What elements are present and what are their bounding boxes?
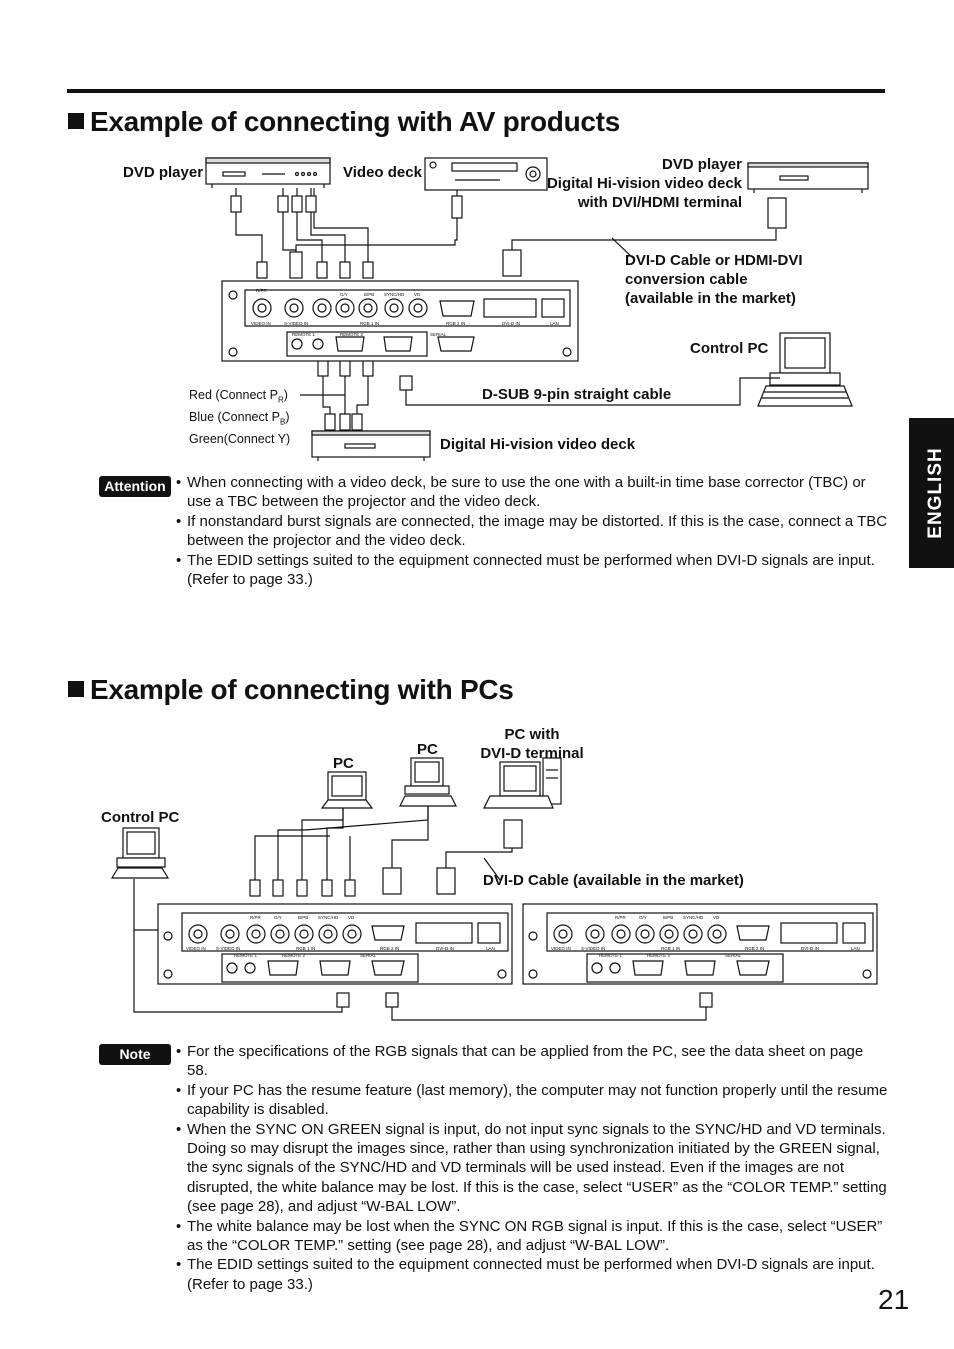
svg-text:RGB 2 IN: RGB 2 IN — [380, 946, 399, 951]
dvd-player-device — [205, 157, 331, 188]
svg-text:LAN: LAN — [486, 946, 495, 951]
hi-vision-deck-device — [311, 430, 431, 461]
svg-text:RGB 2 IN: RGB 2 IN — [446, 321, 465, 326]
svg-text:RGB 1 IN: RGB 1 IN — [661, 946, 680, 951]
top-rule — [67, 89, 885, 93]
svg-text:DVI-D IN: DVI-D IN — [502, 321, 520, 326]
svg-text:LAN: LAN — [550, 321, 559, 326]
svg-text:LAN: LAN — [851, 946, 860, 951]
svg-text:RGB 1 IN: RGB 1 IN — [360, 321, 379, 326]
note-item: The EDID settings suited to the equipmen… — [176, 1255, 888, 1294]
svg-text:VIDEO IN: VIDEO IN — [251, 321, 271, 326]
svg-text:S-VIDEO IN: S-VIDEO IN — [581, 946, 605, 951]
label-dvi-cable: DVI-D Cable (available in the market) — [483, 872, 744, 889]
attention-badge: Attention — [99, 476, 171, 497]
section-av-heading: Example of connecting with AV products — [68, 106, 620, 138]
note-item: For the specifications of the RGB signal… — [176, 1042, 888, 1081]
projector-terminal-panel-right — [522, 903, 878, 985]
svg-text:R/PR: R/PR — [250, 915, 262, 920]
svg-text:REMOTE 1: REMOTE 1 — [234, 953, 258, 958]
svg-text:SERIAL: SERIAL — [360, 953, 377, 958]
svg-text:B/PB: B/PB — [663, 915, 673, 920]
svg-text:SERIAL: SERIAL — [430, 332, 447, 337]
label-hi-vision-deck: Digital Hi-vision video deck — [440, 436, 636, 453]
label-pc-dvi: PC with DVI-D terminal — [480, 726, 584, 762]
label-dvd-player: DVD player — [123, 164, 204, 181]
svg-text:RGB 2 IN: RGB 2 IN — [745, 946, 764, 951]
svg-text:R/PR: R/PR — [256, 288, 268, 293]
svg-text:REMOTE 1: REMOTE 1 — [599, 953, 623, 958]
svg-text:DVI-D IN: DVI-D IN — [436, 946, 454, 951]
section-pc-heading: Example of connecting with PCs — [68, 674, 514, 706]
svg-text:VD: VD — [348, 915, 355, 920]
projector-terminal-panel-av — [221, 280, 579, 362]
label-video-deck: Video deck — [343, 164, 422, 181]
svg-text:SYNC/HD: SYNC/HD — [683, 915, 704, 920]
svg-text:REMOTE 2: REMOTE 2 — [647, 953, 671, 958]
svg-text:VD: VD — [414, 292, 421, 297]
attention-item: If nonstandard burst signals are connect… — [176, 512, 888, 551]
svg-text:SYNC/HD: SYNC/HD — [384, 292, 405, 297]
control-pc-device-pc — [110, 827, 170, 879]
svg-text:G/Y: G/Y — [639, 915, 647, 920]
projector-terminal-panel-left — [157, 903, 513, 985]
attention-item: When connecting with a video deck, be su… — [176, 473, 888, 512]
label-pc-desktop: PC — [417, 741, 438, 758]
laptop-pc-device — [320, 771, 374, 809]
note-item: If your PC has the resume feature (last … — [176, 1081, 888, 1120]
svg-text:REMOTE 2: REMOTE 2 — [282, 953, 306, 958]
svg-text:REMOTE 1: REMOTE 1 — [292, 332, 316, 337]
svg-text:SERIAL: SERIAL — [725, 953, 742, 958]
svg-text:G/Y: G/Y — [274, 915, 282, 920]
note-list: For the specifications of the RGB signal… — [176, 1042, 888, 1294]
square-bullet-icon — [68, 681, 84, 697]
attention-item: The EDID settings suited to the equipmen… — [176, 551, 888, 590]
language-tab: ENGLISH — [909, 418, 954, 568]
svg-text:REMOTE 2: REMOTE 2 — [340, 332, 364, 337]
note-item: The white balance may be lost when the S… — [176, 1217, 888, 1256]
video-deck-device — [424, 157, 548, 191]
svg-text:SYNC/HD: SYNC/HD — [318, 915, 339, 920]
page-number: 21 — [878, 1284, 910, 1315]
svg-text:RGB 1 IN: RGB 1 IN — [296, 946, 315, 951]
label-control-pc-av: Control PC — [690, 340, 769, 357]
svg-text:VD: VD — [713, 915, 720, 920]
square-bullet-icon — [68, 113, 84, 129]
svg-text:B/PB: B/PB — [298, 915, 308, 920]
svg-text:VIDEO IN: VIDEO IN — [186, 946, 206, 951]
label-pc-laptop: PC — [333, 755, 354, 772]
attention-list: When connecting with a video deck, be su… — [176, 473, 888, 589]
svg-text:DVI-D IN: DVI-D IN — [801, 946, 819, 951]
control-pc-device-av — [757, 332, 853, 407]
svg-text:B/PB: B/PB — [364, 292, 374, 297]
svg-text:G/Y: G/Y — [340, 292, 348, 297]
dvd-dvi-device — [747, 162, 869, 193]
svg-text:S-VIDEO IN: S-VIDEO IN — [216, 946, 240, 951]
label-control-pc-pc: Control PC — [101, 809, 180, 826]
label-dsub-cable: D-SUB 9-pin straight cable — [482, 386, 672, 403]
label-rgb-connections: Red (Connect PR) Blue (Connect PB) Green… — [189, 388, 291, 446]
desktop-pc-device — [399, 757, 457, 807]
svg-text:VIDEO IN: VIDEO IN — [551, 946, 571, 951]
note-badge: Note — [99, 1044, 171, 1065]
label-dvi-hdmi-cable: DVI-D Cable or HDMI-DVI conversion cable… — [625, 252, 803, 307]
svg-text:S-VIDEO IN: S-VIDEO IN — [284, 321, 308, 326]
svg-text:R/PR: R/PR — [615, 915, 627, 920]
label-dvd-dvi-device: DVD player Digital Hi-vision video deck … — [546, 156, 742, 211]
pc-dvi-device — [483, 757, 562, 809]
note-item: When the SYNC ON GREEN signal is input, … — [176, 1120, 888, 1217]
